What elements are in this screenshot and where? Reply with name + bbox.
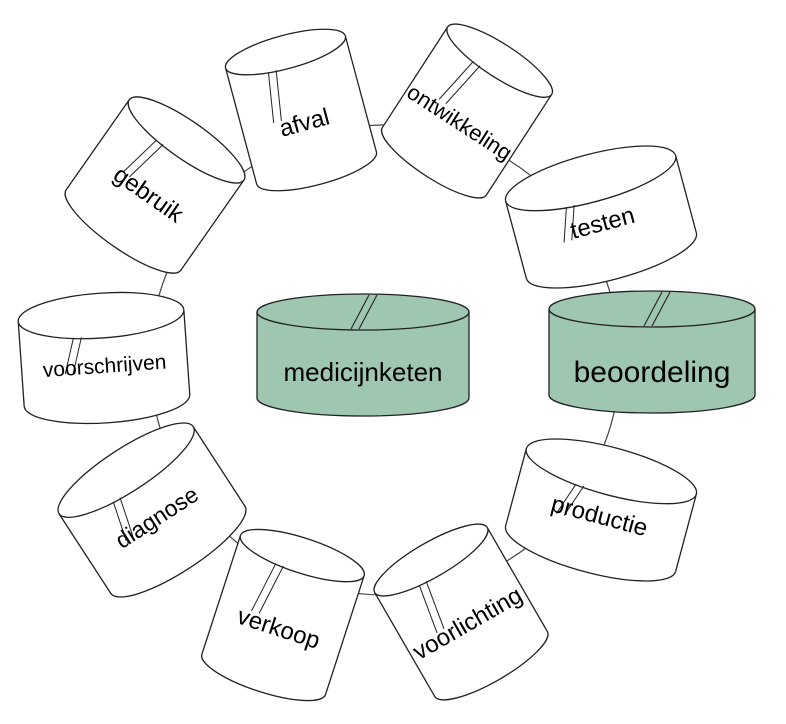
stage-label-beoordeling: beoordeling xyxy=(574,356,731,389)
stage-cylinder-gebruik: gebruik xyxy=(64,96,246,274)
stage-cylinder-voorschrijven: voorschrijven xyxy=(17,291,191,425)
stage-cylinder-productie: productie xyxy=(504,438,698,582)
center-cylinder: medicijnketen xyxy=(256,293,470,417)
stage-cylinder-afval: afval xyxy=(224,28,378,192)
center-label: medicijnketen xyxy=(284,357,443,387)
stage-cylinder-voorlichting: voorlichting xyxy=(373,523,549,701)
stage-cylinder-diagnose: diagnose xyxy=(57,422,247,598)
stage-cylinder-beoordeling: beoordeling xyxy=(548,290,756,414)
stage-cylinder-testen: testen xyxy=(504,145,698,289)
stage-cylinder-ontwikkeling: ontwikkeling xyxy=(380,23,554,199)
stage-cylinder-verkoop: verkoop xyxy=(200,528,366,702)
